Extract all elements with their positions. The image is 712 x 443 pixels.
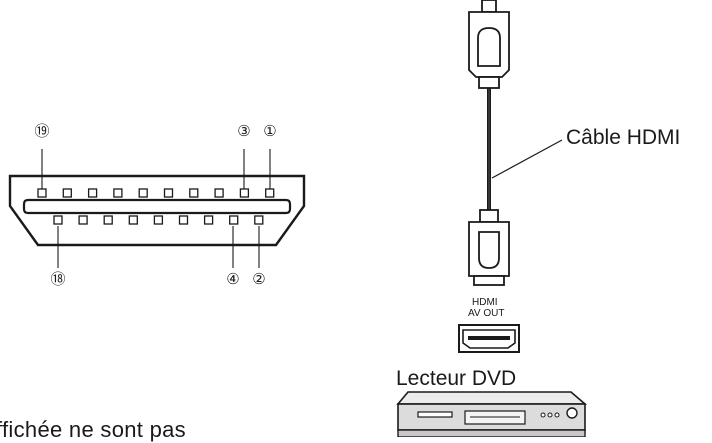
top-pin-8 <box>214 188 224 198</box>
bottom-pin-3 <box>103 215 113 225</box>
top-pin-9 <box>239 188 250 198</box>
top-pin-7 <box>189 188 199 198</box>
hdmi-plug-bottom <box>468 209 510 286</box>
dvd-player-label: Lecteur DVD <box>396 367 517 390</box>
bottom-pin-9 <box>254 215 264 225</box>
top-pin-1 <box>37 188 47 198</box>
pin-label-18: ⑱ <box>50 271 66 288</box>
pin-label-4: ④ <box>226 271 240 288</box>
top-pin-2 <box>62 188 72 198</box>
pin-label-2: ② <box>252 271 266 288</box>
top-pin-6 <box>163 188 174 198</box>
top-pin-4 <box>113 188 123 198</box>
bottom-pin-row <box>53 215 264 225</box>
top-pin-3 <box>87 188 98 198</box>
port-label-av-out: AV OUT <box>468 308 505 319</box>
bottom-pin-5 <box>153 215 164 225</box>
hdmi-plug-top <box>468 0 510 89</box>
top-pin-10 <box>265 188 275 198</box>
bottom-pin-7 <box>203 215 214 225</box>
bottom-pin-4 <box>128 215 138 225</box>
bottom-pin-6 <box>178 215 189 225</box>
port-label-hdmi: HDMI <box>472 297 498 308</box>
cut-off-body-text: ffichée ne sont pas <box>0 417 186 442</box>
bottom-pin-1 <box>53 215 63 225</box>
hdmi-av-out-port <box>458 324 520 353</box>
pin-label-19: ⑲ <box>34 123 50 140</box>
pin-label-1: ① <box>263 123 277 140</box>
bottom-pin-2 <box>78 215 88 225</box>
hdmi-cable <box>487 86 563 212</box>
dvd-player-icon <box>396 391 588 437</box>
pin-leader-lines <box>41 149 271 268</box>
hdmi-connector-face <box>8 149 306 268</box>
cable-label: Câble HDMI <box>566 126 681 149</box>
top-pin-row <box>37 188 275 198</box>
cable-label-leader <box>491 139 563 179</box>
pin-label-3: ③ <box>237 123 251 140</box>
top-pin-5 <box>138 188 148 198</box>
bottom-pin-8 <box>229 215 239 225</box>
